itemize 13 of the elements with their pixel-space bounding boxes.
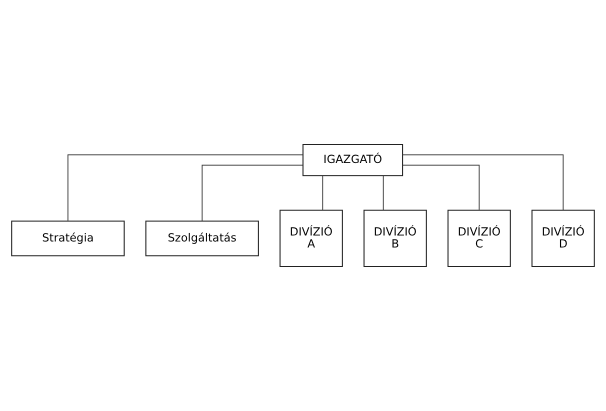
connector bbox=[68, 154, 304, 222]
connector bbox=[202, 164, 304, 222]
connector bbox=[382, 175, 384, 211]
node-box: DIVÍZIÓ B bbox=[364, 210, 427, 268]
connector bbox=[402, 164, 480, 210]
node-box: DIVÍZIÓ A bbox=[280, 210, 343, 268]
connector bbox=[322, 175, 324, 211]
connector bbox=[402, 154, 564, 211]
node-box: IGAZGATÓ bbox=[302, 144, 404, 176]
node-box: Szolgáltatás bbox=[145, 220, 259, 256]
node-box: DIVÍZIÓ D bbox=[531, 210, 595, 268]
node-box: DIVÍZIÓ C bbox=[448, 210, 511, 268]
node-box: Stratégia bbox=[11, 220, 125, 256]
